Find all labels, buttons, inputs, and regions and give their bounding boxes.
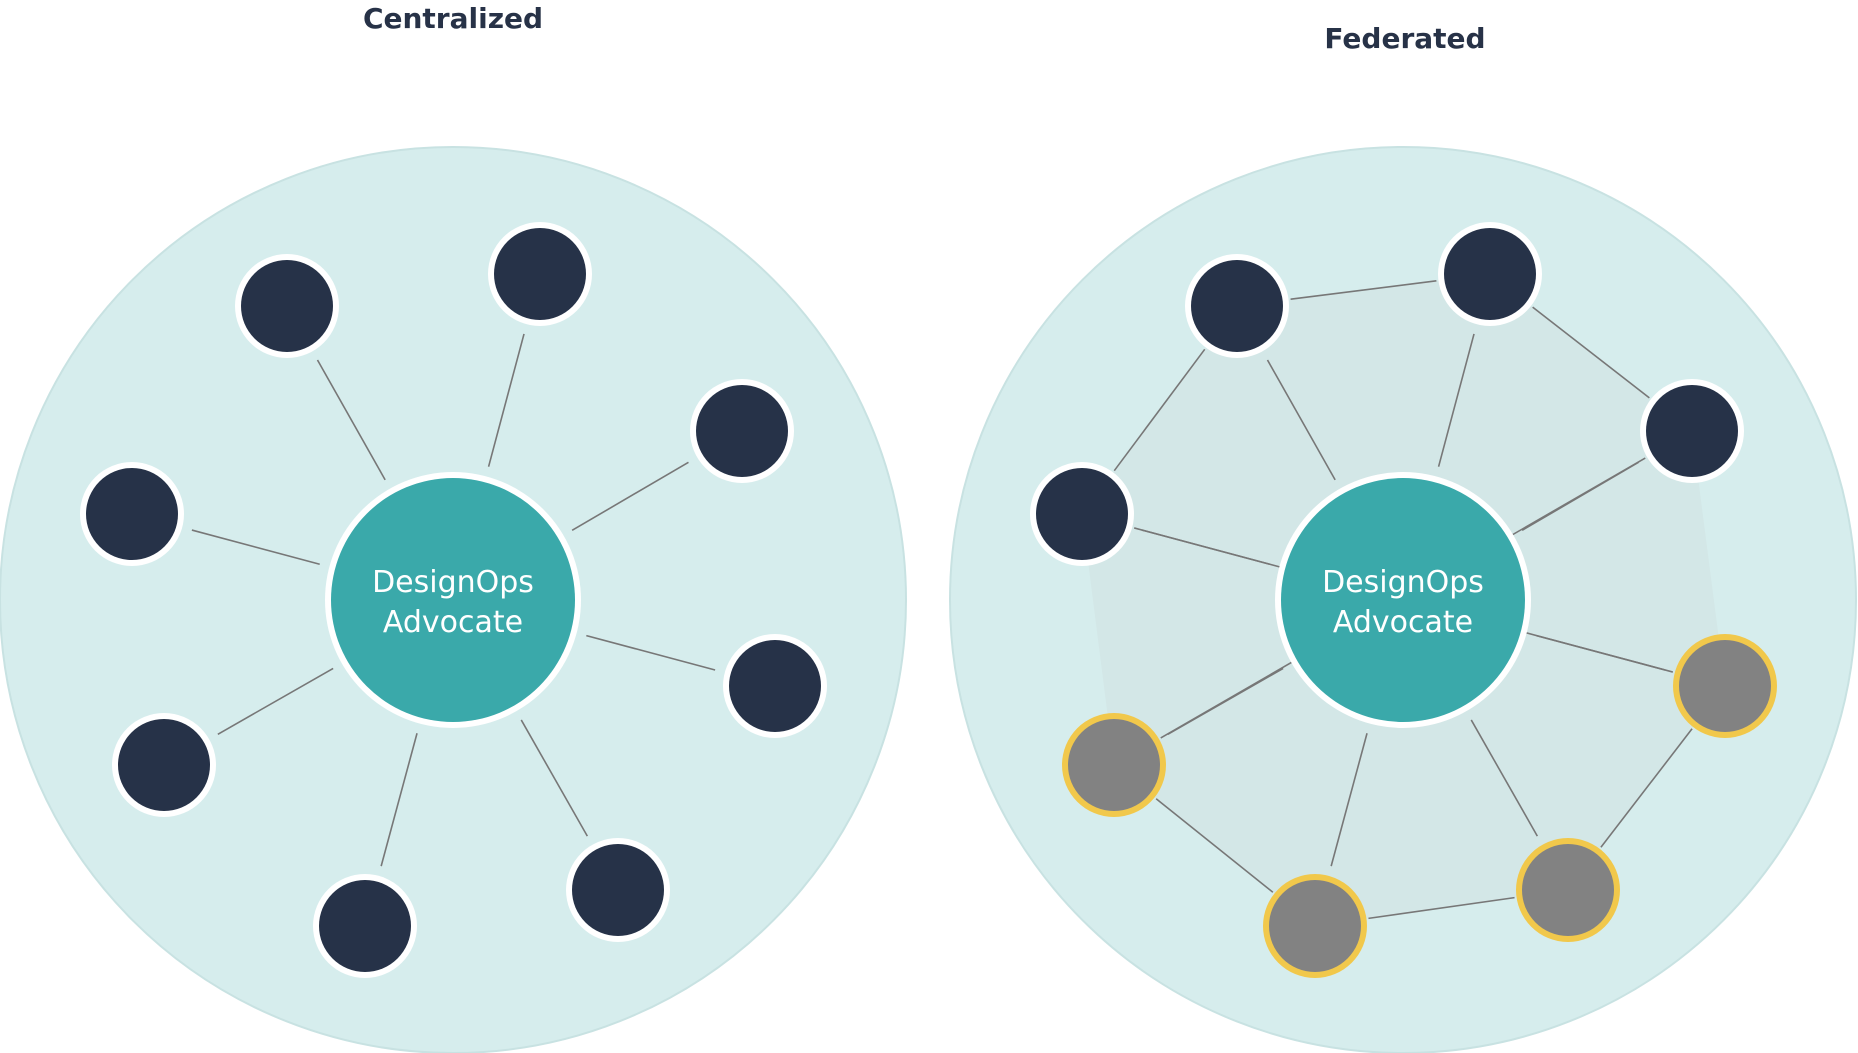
federated-node-0 <box>1191 260 1283 352</box>
federated-hub-link <box>1266 359 1336 481</box>
federated-node-2 <box>1646 385 1738 477</box>
centralized-hub-link <box>191 529 320 566</box>
centralized-hub <box>331 478 575 722</box>
centralized-node-0 <box>241 260 333 352</box>
centralized-node-1 <box>494 228 586 320</box>
federated-node-6 <box>1522 844 1614 936</box>
centralized-hub-link <box>586 634 716 671</box>
centralized-hub-label-line1: DesignOps <box>372 565 534 600</box>
centralized-node-3 <box>86 468 178 560</box>
federated-node-5 <box>1269 880 1361 972</box>
federated-hub-link <box>1470 719 1539 837</box>
federated-hub-link <box>1330 733 1368 867</box>
centralized-node-4 <box>118 719 210 811</box>
federated-hub-label-line1: DesignOps <box>1322 565 1484 600</box>
federated-node-1 <box>1444 228 1536 320</box>
federated-title: Federated <box>1324 22 1486 55</box>
federated-node-7 <box>1679 640 1771 732</box>
centralized-hub-link <box>217 667 334 735</box>
federated-peer-link <box>1368 896 1515 920</box>
federated-hub-label-line2: Advocate <box>1333 605 1473 640</box>
centralized-node-7 <box>729 640 821 732</box>
federated-peer-link <box>1600 728 1693 848</box>
centralized-hub-link <box>571 461 689 532</box>
centralized-node-2 <box>696 385 788 477</box>
centralized-hub-label-line2: Advocate <box>383 605 523 640</box>
centralized-hub-link <box>316 359 386 481</box>
centralized-hub-link <box>487 333 525 467</box>
federated-peer-link <box>1290 279 1437 301</box>
centralized-title: Centralized <box>362 2 544 35</box>
federated-peer-link <box>1155 798 1274 893</box>
federated-hub-link <box>1437 333 1475 467</box>
federated-peer-link <box>1113 348 1206 472</box>
federated-node-3 <box>1036 468 1128 560</box>
federated-peer-link <box>1532 306 1650 399</box>
centralized-node-5 <box>319 880 411 972</box>
federated-hub <box>1281 478 1525 722</box>
centralized-hub-link <box>520 719 589 837</box>
federated-node-4 <box>1068 719 1160 811</box>
centralized-node-6 <box>572 844 664 936</box>
centralized-hub-link <box>380 733 418 867</box>
